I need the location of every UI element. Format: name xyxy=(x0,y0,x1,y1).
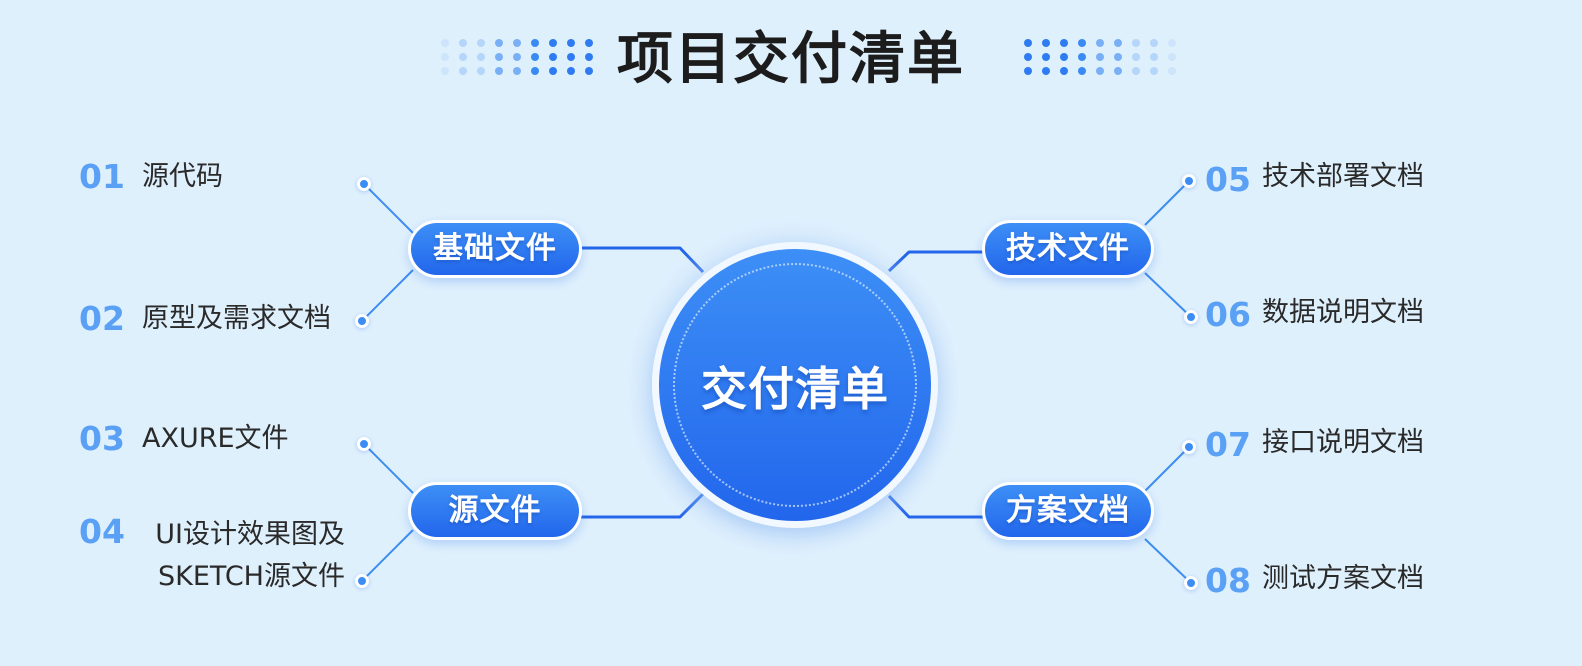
item-label-07: 接口说明文档 xyxy=(1262,427,1424,458)
decorative-dot xyxy=(1132,39,1140,47)
decorative-dot xyxy=(1078,67,1086,75)
decorative-dots-right xyxy=(1024,39,1176,75)
decorative-dot xyxy=(1078,53,1086,61)
decorative-dot xyxy=(441,39,449,47)
decorative-dot xyxy=(1060,39,1068,47)
decorative-dot xyxy=(459,67,467,75)
decorative-dot xyxy=(1168,53,1176,61)
item-number-05: 05 xyxy=(1205,160,1251,199)
decorative-dot xyxy=(1042,53,1050,61)
page-title-text: 项目交付清单 xyxy=(617,27,965,92)
decorative-dot xyxy=(585,53,593,61)
decorative-dot xyxy=(1060,67,1068,75)
decorative-dot xyxy=(495,67,503,75)
decorative-dot xyxy=(477,53,485,61)
item-label-05: 技术部署文档 xyxy=(1262,161,1424,192)
decorative-dot xyxy=(495,39,503,47)
decorative-dot xyxy=(1168,67,1176,75)
decorative-dot xyxy=(531,53,539,61)
decorative-dot xyxy=(567,67,575,75)
decorative-dot xyxy=(549,53,557,61)
node-dot-04 xyxy=(355,574,369,588)
decorative-dot xyxy=(495,53,503,61)
decorative-dot xyxy=(1150,67,1158,75)
center-label: 交付清单 xyxy=(701,362,889,416)
item-number-04: 04 xyxy=(79,512,125,551)
decorative-dot xyxy=(585,67,593,75)
decorative-dot xyxy=(1096,53,1104,61)
decorative-dot xyxy=(441,67,449,75)
page-title: 项目交付清单 xyxy=(0,22,1582,98)
decorative-dot xyxy=(531,39,539,47)
decorative-dot xyxy=(1114,53,1122,61)
decorative-dot xyxy=(567,39,575,47)
category-pill-plan-docs: 方案文档 xyxy=(982,482,1154,540)
decorative-dot xyxy=(1096,67,1104,75)
decorative-dot xyxy=(1042,67,1050,75)
decorative-dot xyxy=(1150,39,1158,47)
decorative-dot xyxy=(1096,39,1104,47)
decorative-dots-left xyxy=(441,39,593,75)
node-dot-05 xyxy=(1182,174,1196,188)
item-number-02: 02 xyxy=(79,299,125,338)
node-dot-07 xyxy=(1182,440,1196,454)
item-number-01: 01 xyxy=(79,157,125,196)
node-dot-01 xyxy=(357,177,371,191)
decorative-dot xyxy=(1114,39,1122,47)
item-label-06: 数据说明文档 xyxy=(1262,297,1424,328)
item-number-06: 06 xyxy=(1205,295,1251,334)
item-label-04-line1: UI设计效果图及 xyxy=(155,519,345,550)
decorative-dot xyxy=(1168,39,1176,47)
decorative-dot xyxy=(459,53,467,61)
category-pill-tech-files: 技术文件 xyxy=(982,220,1154,278)
decorative-dot xyxy=(549,39,557,47)
item-number-07: 07 xyxy=(1205,425,1251,464)
decorative-dot xyxy=(513,53,521,61)
center-node: 交付清单 xyxy=(652,242,938,528)
decorative-dot xyxy=(567,53,575,61)
decorative-dot xyxy=(549,67,557,75)
node-dot-08 xyxy=(1184,576,1198,590)
decorative-dot xyxy=(459,39,467,47)
item-label-03: AXURE文件 xyxy=(142,423,289,454)
node-dot-06 xyxy=(1184,310,1198,324)
category-pill-basic-files: 基础文件 xyxy=(408,220,582,278)
item-label-04-line2: SKETCH源文件 xyxy=(158,561,345,592)
decorative-dot xyxy=(1060,53,1068,61)
decorative-dot xyxy=(1024,39,1032,47)
item-number-08: 08 xyxy=(1205,561,1251,600)
decorative-dot xyxy=(1024,53,1032,61)
decorative-dot xyxy=(1150,53,1158,61)
decorative-dot xyxy=(441,53,449,61)
decorative-dot xyxy=(477,67,485,75)
decorative-dot xyxy=(1114,67,1122,75)
category-pill-source-files: 源文件 xyxy=(408,482,582,540)
decorative-dot xyxy=(1078,39,1086,47)
node-dot-03 xyxy=(357,437,371,451)
item-label-01: 源代码 xyxy=(142,161,223,192)
decorative-dot xyxy=(513,39,521,47)
decorative-dot xyxy=(513,67,521,75)
decorative-dot xyxy=(477,39,485,47)
decorative-dot xyxy=(1042,39,1050,47)
decorative-dot xyxy=(1132,53,1140,61)
center-dotted-ring xyxy=(673,263,917,507)
decorative-dot xyxy=(1024,67,1032,75)
decorative-dot xyxy=(1132,67,1140,75)
decorative-dot xyxy=(531,67,539,75)
item-label-02: 原型及需求文档 xyxy=(142,303,331,334)
item-label-08: 测试方案文档 xyxy=(1262,563,1424,594)
item-number-03: 03 xyxy=(79,419,125,458)
node-dot-02 xyxy=(355,314,369,328)
decorative-dot xyxy=(585,39,593,47)
